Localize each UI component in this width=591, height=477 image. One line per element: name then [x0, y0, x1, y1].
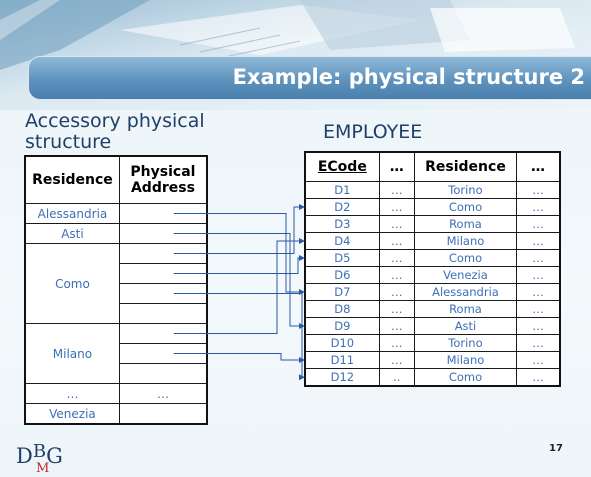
residence-cell: Venezia — [24, 403, 120, 425]
residence-cell: Como — [24, 243, 120, 324]
table-row: D3…Roma… — [304, 215, 561, 233]
ecode-cell: D12 — [304, 368, 380, 387]
ellipsis-cell: … — [516, 283, 561, 301]
residence-cell: Milano — [413, 351, 518, 369]
employee-table-title: EMPLOYEE — [323, 121, 423, 143]
table-row: D10…Torino… — [304, 334, 561, 352]
residence-cell: Roma — [413, 300, 518, 318]
physical-address-cell — [118, 243, 208, 264]
residence-cell: Milano — [413, 232, 518, 250]
physical-address-cell — [118, 363, 208, 384]
table-row: D6…Venezia… — [304, 266, 561, 284]
slide-title: Example: physical structure 2 — [232, 65, 585, 89]
ecode-cell: D5 — [304, 249, 380, 267]
ellipsis-cell: … — [378, 215, 415, 233]
page-number: 17 — [549, 443, 563, 454]
table-row: D2…Como… — [304, 198, 561, 216]
physical-address-cell — [118, 303, 208, 324]
residence-cell: Torino — [413, 334, 518, 352]
ellipsis-cell: .. — [378, 368, 415, 387]
ellipsis-cell: … — [378, 300, 415, 318]
residence-cell: Como — [413, 368, 518, 387]
physical-address-header: Physical Address — [118, 155, 208, 204]
table-row: D4…Milano… — [304, 232, 561, 250]
ellipsis-cell: … — [378, 351, 415, 369]
residence-cell: Torino — [413, 181, 518, 199]
ellipsis-cell: … — [378, 266, 415, 284]
physical-address-cell — [118, 263, 208, 284]
ecode-cell: D6 — [304, 266, 380, 284]
table-row: D1…Torino… — [304, 181, 561, 199]
physical-address-cell — [118, 283, 208, 304]
ellipsis-cell: … — [516, 351, 561, 369]
table-row: D9…Asti… — [304, 317, 561, 335]
ecode-cell: D4 — [304, 232, 380, 250]
ellipsis-cell: … — [516, 368, 561, 387]
ellipsis-cell: … — [516, 334, 561, 352]
ellipsis-header: … — [516, 151, 561, 182]
residence-cell: Venezia — [413, 266, 518, 284]
dbdmg-logo: DBG M — [16, 441, 63, 476]
residence-header: Residence — [24, 155, 120, 204]
ecode-cell: D3 — [304, 215, 380, 233]
residence-cell: Alessandria — [413, 283, 518, 301]
ellipsis-cell: … — [378, 334, 415, 352]
residence-cell: Roma — [413, 215, 518, 233]
table-row: D8…Roma… — [304, 300, 561, 318]
ecode-cell: D10 — [304, 334, 380, 352]
ecode-cell: D8 — [304, 300, 380, 318]
physical-address-cell — [118, 203, 208, 224]
table-row: D7…Alessandria… — [304, 283, 561, 301]
accessory-structure-title: Accessory physical structure — [25, 110, 205, 153]
residence-header: Residence — [413, 151, 518, 182]
physical-address-cell — [118, 323, 208, 344]
ellipsis-cell: … — [378, 232, 415, 250]
accessory-structure-table: Residence Physical Address Alessandria A… — [24, 155, 208, 425]
title-bar — [28, 56, 591, 100]
ellipsis-cell: … — [516, 198, 561, 216]
physical-address-cell — [118, 403, 208, 425]
ecode-cell: D1 — [304, 181, 380, 199]
ellipsis-cell: … — [378, 249, 415, 267]
table-row: D5…Como… — [304, 249, 561, 267]
residence-cell: Asti — [24, 223, 120, 244]
ellipsis-cell: … — [516, 181, 561, 199]
physical-address-cell: … — [118, 383, 208, 404]
ellipsis-header: … — [378, 151, 415, 182]
employee-table: ECode … Residence … D1…Torino…D2…Como…D3… — [304, 151, 561, 387]
ellipsis-cell: … — [516, 215, 561, 233]
ecode-cell: D9 — [304, 317, 380, 335]
residence-cell: … — [24, 383, 120, 404]
table-row: D11…Milano… — [304, 351, 561, 369]
ellipsis-cell: … — [378, 283, 415, 301]
ellipsis-cell: … — [516, 249, 561, 267]
ellipsis-cell: … — [378, 198, 415, 216]
residence-cell: Como — [413, 198, 518, 216]
table-row: D12..Como… — [304, 368, 561, 387]
ellipsis-cell: … — [378, 181, 415, 199]
ellipsis-cell: … — [378, 317, 415, 335]
ecode-header: ECode — [304, 151, 380, 182]
ecode-cell: D7 — [304, 283, 380, 301]
ellipsis-cell: … — [516, 300, 561, 318]
residence-cell: Milano — [24, 323, 120, 384]
residence-cell: Asti — [413, 317, 518, 335]
ellipsis-cell: … — [516, 232, 561, 250]
physical-address-cell — [118, 343, 208, 364]
ellipsis-cell: … — [516, 266, 561, 284]
residence-cell: Como — [413, 249, 518, 267]
ellipsis-cell: … — [516, 317, 561, 335]
physical-address-cell — [118, 223, 208, 244]
ecode-cell: D2 — [304, 198, 380, 216]
residence-cell: Alessandria — [24, 203, 120, 224]
ecode-cell: D11 — [304, 351, 380, 369]
